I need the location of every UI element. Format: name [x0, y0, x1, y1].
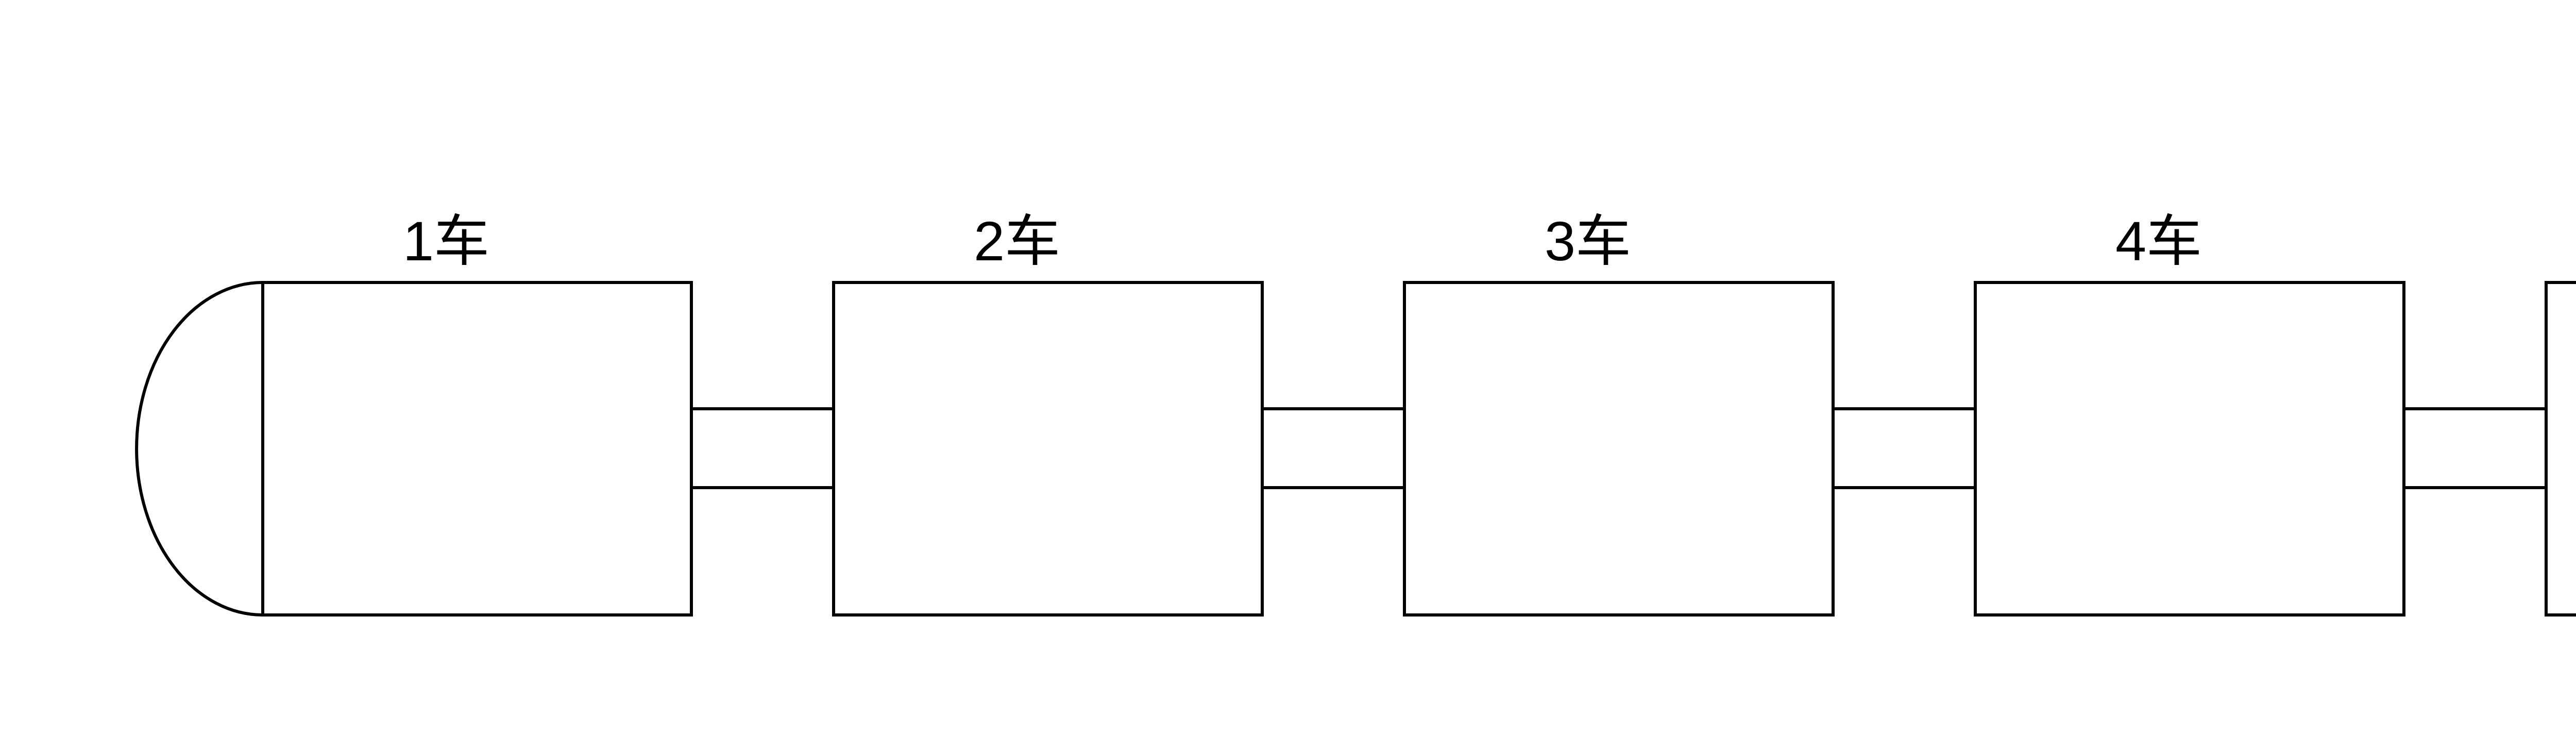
car-label-2: 2车	[974, 210, 1060, 272]
nose-cone-left-icon	[135, 281, 263, 617]
coupler-3-4	[1832, 407, 1977, 489]
car-body-2[interactable]	[832, 281, 1264, 617]
coupler-1-2	[690, 407, 835, 489]
car-label-3: 3车	[1545, 210, 1631, 272]
car-label-group: 1车 2车 3车 4车 5车 6车	[403, 210, 2202, 272]
car-body-4[interactable]	[1974, 281, 2405, 617]
car-label-1: 1车	[403, 210, 489, 272]
car-label-4: 4车	[2115, 210, 2202, 272]
car-body-group	[261, 281, 2576, 617]
car-body-1[interactable]	[261, 281, 693, 617]
coupler-group	[690, 407, 2548, 489]
coupler-4-5	[2402, 407, 2548, 489]
car-body-3[interactable]	[1403, 281, 1835, 617]
coupler-2-3	[1261, 407, 1406, 489]
nose-seam-group	[261, 282, 264, 615]
nose-cone-group	[135, 281, 263, 617]
car-body-5[interactable]	[2545, 281, 2576, 617]
